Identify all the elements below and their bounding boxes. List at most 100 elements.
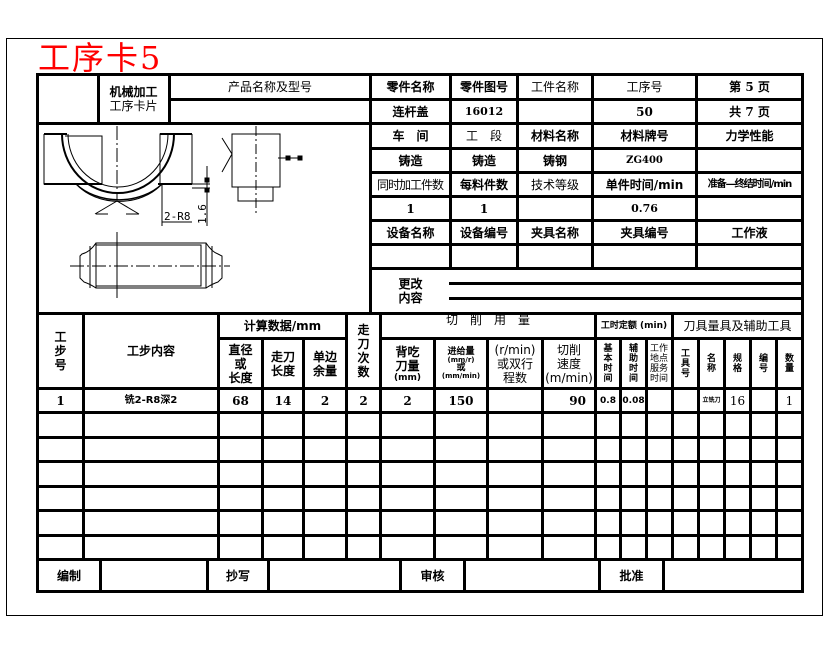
prep-time-label: 准备—终结时间/min xyxy=(707,178,793,190)
mech-props-label: 力学性能 xyxy=(725,129,774,143)
product-name-value[interactable] xyxy=(171,101,369,122)
table-row[interactable] xyxy=(39,414,801,436)
tool-name-cell[interactable]: 立铣刀 xyxy=(702,396,721,404)
basic-time-header: 基本时间 xyxy=(603,343,613,384)
copied-label: 抄写 xyxy=(225,568,250,583)
tool-code-cell[interactable] xyxy=(752,390,775,411)
feed-rate-cell[interactable]: 150 xyxy=(448,393,474,408)
tools-header: 刀具量具及辅助工具 xyxy=(683,319,792,333)
card-title: 工序卡5 xyxy=(38,39,163,77)
part-drawing-value[interactable]: 16012 xyxy=(464,104,504,118)
service-time-cell[interactable] xyxy=(647,390,671,411)
compiled-value[interactable] xyxy=(102,561,206,590)
diameter-header: 直径或长度 xyxy=(228,342,253,385)
service-time-header: 工作地点服务时间 xyxy=(649,343,668,384)
tool-qty-cell[interactable]: 1 xyxy=(785,393,794,408)
rpm-header: (r/min)或双行程数 xyxy=(494,342,536,385)
fixture-name-label: 夹具名称 xyxy=(530,225,579,240)
aux-time-header: 辅助时间 xyxy=(628,343,638,384)
rpm-cell[interactable] xyxy=(489,390,541,411)
step-no-cell[interactable]: 1 xyxy=(56,393,65,408)
workshop-value[interactable]: 铸造 xyxy=(398,153,423,168)
table-row[interactable] xyxy=(39,512,801,534)
part-drawing-label: 零件图号 xyxy=(459,80,508,94)
total-pages: 共 7 页 xyxy=(729,104,770,119)
simul-parts-value[interactable]: 1 xyxy=(406,201,415,216)
step-content-cell[interactable]: 铣2-R8深2 xyxy=(124,394,178,406)
table-row[interactable] xyxy=(39,439,801,460)
cutting-speed-cell[interactable]: 90 xyxy=(569,393,586,408)
workpiece-name-label: 工件名称 xyxy=(530,80,579,94)
feed-length-cell[interactable]: 14 xyxy=(274,393,292,408)
fixture-name-value[interactable] xyxy=(519,246,591,267)
fixture-no-label: 夹具编号 xyxy=(620,225,669,240)
page-number: 第 5 页 xyxy=(729,80,770,94)
tech-grade-value[interactable] xyxy=(519,198,591,219)
allowance-cell[interactable]: 2 xyxy=(320,393,330,408)
approved-value[interactable] xyxy=(665,561,801,590)
change-line-1[interactable] xyxy=(452,270,801,282)
coolant-value[interactable] xyxy=(698,246,801,267)
equip-no-label: 设备编号 xyxy=(459,225,508,240)
tool-code-header: 编号 xyxy=(758,353,768,374)
equip-name-label: 设备名称 xyxy=(386,225,435,240)
table-row[interactable] xyxy=(39,488,801,509)
section-value[interactable]: 铸造 xyxy=(471,153,496,168)
workshop-label: 车 间 xyxy=(392,129,429,143)
tool-spec-cell[interactable]: 16 xyxy=(729,393,746,408)
compiled-label: 编制 xyxy=(56,568,81,583)
prep-time-value[interactable] xyxy=(698,198,801,219)
part-drawing: 2-R8 1.6 xyxy=(43,126,303,298)
product-name-label: 产品名称及型号 xyxy=(227,80,312,94)
parts-per-blank-label: 每料件数 xyxy=(459,177,508,192)
tool-no-header: 工具号 xyxy=(680,348,690,379)
cutting-speed-header: 切削速度(m/min) xyxy=(545,342,593,385)
tool-no-cell[interactable] xyxy=(674,390,697,411)
cutting-usage-header: 切 削 用 量 xyxy=(445,313,530,327)
change-content-label: 更改 内容 xyxy=(372,270,449,312)
fixture-no-value[interactable] xyxy=(594,246,695,267)
time-quota-header: 工时定额 (min) xyxy=(600,321,668,331)
change-line-3[interactable] xyxy=(452,300,801,312)
approved-label: 批准 xyxy=(619,568,644,583)
basic-time-cell[interactable]: 0.8 xyxy=(600,395,616,406)
back-engagement-cell[interactable]: 2 xyxy=(403,393,412,408)
process-no-value[interactable]: 50 xyxy=(636,104,653,119)
card-type-line2: 工序卡片 xyxy=(109,99,158,113)
copied-value[interactable] xyxy=(270,561,399,590)
step-no-header: 工步号 xyxy=(54,330,67,372)
material-name-value[interactable]: 铸钢 xyxy=(542,153,567,168)
material-name-label: 材料名称 xyxy=(530,129,579,143)
equip-name-value[interactable] xyxy=(372,246,449,267)
passes-header: 走刀次数 xyxy=(357,323,370,379)
unit-time-label: 单件时间/min xyxy=(605,177,684,192)
calc-data-header: 计算数据/mm xyxy=(243,319,322,333)
tool-name-header: 名称 xyxy=(706,353,716,374)
part-name-value[interactable]: 连杆盖 xyxy=(392,104,429,119)
change-line-2[interactable] xyxy=(452,285,801,297)
change-label-line1: 更改 xyxy=(398,277,423,291)
parts-per-blank-value[interactable]: 1 xyxy=(479,201,489,216)
dim-depth-text: 1.6 xyxy=(196,204,209,224)
equip-no-value[interactable] xyxy=(452,246,516,267)
page-frame xyxy=(6,38,823,616)
tool-qty-header: 数量 xyxy=(784,353,794,374)
coolant-label: 工作液 xyxy=(731,225,768,240)
feed-length-header: 走刀长度 xyxy=(270,349,295,378)
back-engagement-header: 背吃刀量(mm) xyxy=(394,344,421,383)
reviewed-value[interactable] xyxy=(466,561,598,590)
process-no-label: 工序号 xyxy=(626,80,663,94)
tool-spec-header: 规格 xyxy=(732,353,742,374)
dim-radius-text: 2-R8 xyxy=(164,210,191,223)
workpiece-name-value[interactable] xyxy=(519,101,591,122)
table-row[interactable] xyxy=(39,463,801,485)
table-row[interactable] xyxy=(39,537,801,558)
material-grade-value[interactable]: ZG400 xyxy=(626,154,663,166)
unit-time-value[interactable]: 0.76 xyxy=(631,201,658,215)
passes-cell[interactable]: 2 xyxy=(359,393,368,408)
diameter-cell[interactable]: 68 xyxy=(232,393,249,408)
reviewed-label: 审核 xyxy=(420,568,445,583)
aux-time-cell[interactable]: 0.08 xyxy=(622,395,645,406)
mech-props-value[interactable] xyxy=(698,150,801,171)
step-content-header: 工步内容 xyxy=(126,344,175,358)
